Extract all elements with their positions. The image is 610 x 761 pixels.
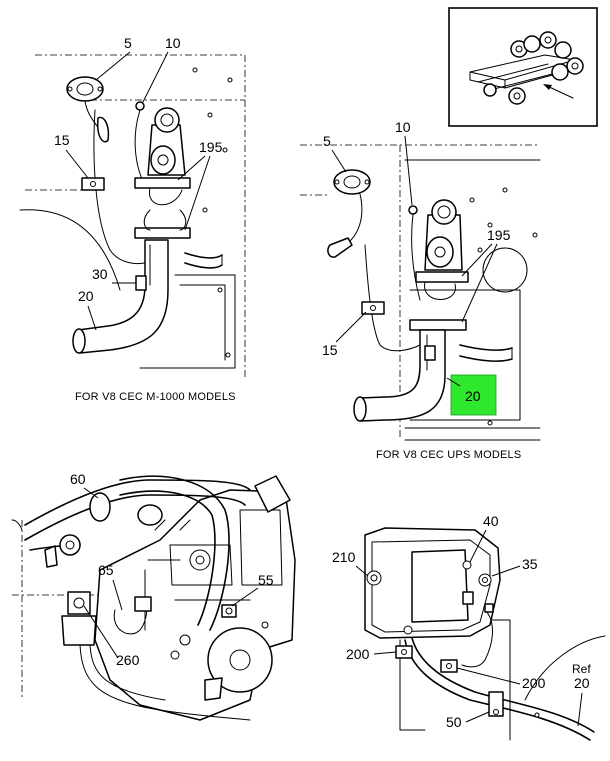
callout-20-highlighted[interactable]: 20 <box>465 388 481 404</box>
callout-20: 20 <box>78 288 94 304</box>
callout-10: 10 <box>395 119 411 135</box>
callout-15: 15 <box>54 132 70 148</box>
pipe-20-right <box>353 329 446 422</box>
callout-10: 10 <box>165 35 181 51</box>
view-ups <box>300 144 541 441</box>
vehicle-locator-inset <box>448 7 598 127</box>
view-ecm-module <box>364 527 606 741</box>
callout-40: 40 <box>483 513 499 529</box>
callout-200: 200 <box>522 675 546 691</box>
callouts-engine: 60 65 55 260 <box>70 471 274 668</box>
callouts-ups: 10 5 195 15 20 <box>322 119 511 416</box>
callout-260: 260 <box>116 652 140 668</box>
callout-200: 200 <box>346 646 370 662</box>
callout-30: 30 <box>92 266 108 282</box>
callout-60: 60 <box>70 471 86 487</box>
caption-ups: FOR V8 CEC UPS MODELS <box>376 449 521 461</box>
callout-35: 35 <box>522 556 538 572</box>
callout-210: 210 <box>332 549 356 565</box>
callout-195: 195 <box>487 227 511 243</box>
highlight-callout-20[interactable] <box>450 374 497 416</box>
callout-ref-20: 20 <box>574 675 590 691</box>
callout-5: 5 <box>124 35 132 51</box>
callout-65: 65 <box>98 562 114 578</box>
callouts-ecm: 40 210 35 200 200 50 Ref 20 <box>332 513 591 730</box>
receptacle-5-left <box>66 76 104 102</box>
receptacle-5-right <box>333 169 371 195</box>
callout-15: 15 <box>322 342 338 358</box>
ecm-housing-210 <box>364 527 501 639</box>
callout-ref: Ref <box>572 662 591 676</box>
pipe-20-left <box>72 239 169 354</box>
callout-55: 55 <box>258 572 274 588</box>
view-engine-harness <box>11 475 296 721</box>
callout-195: 195 <box>199 139 223 155</box>
caption-m1000: FOR V8 CEC M-1000 MODELS <box>75 391 236 403</box>
callouts-m1000: 5 10 15 195 30 20 <box>54 35 223 331</box>
callout-50: 50 <box>446 714 462 730</box>
callout-5: 5 <box>323 133 331 149</box>
view-m1000 <box>19 54 246 380</box>
